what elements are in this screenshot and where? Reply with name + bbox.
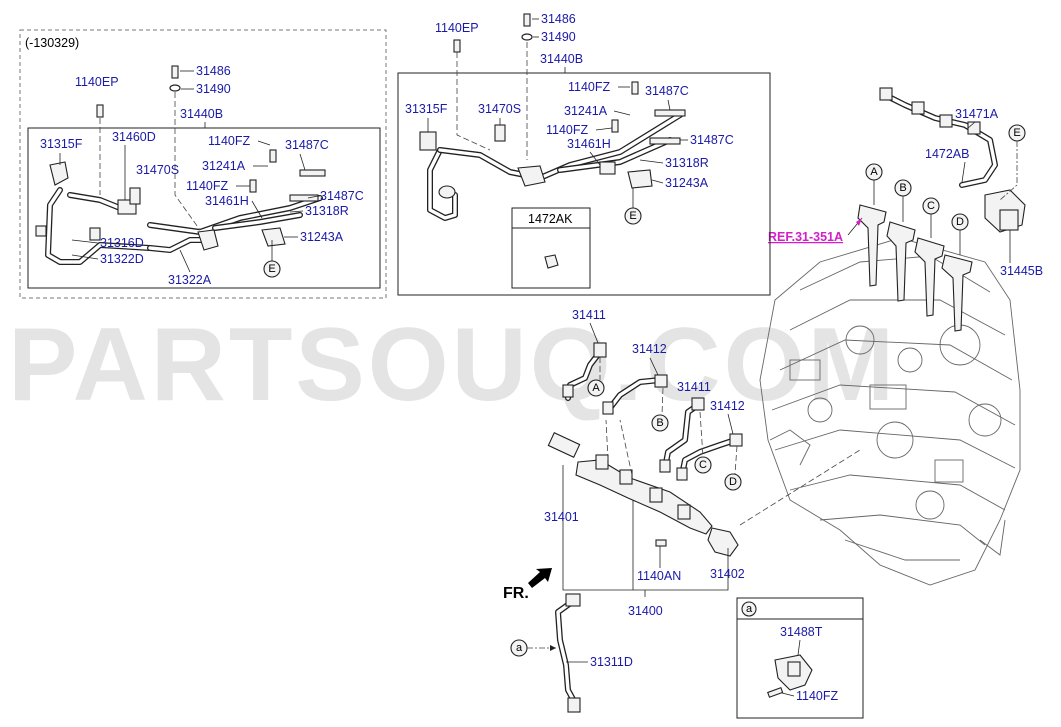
main-label-31412-a: 31412 bbox=[632, 342, 667, 356]
marker-b-upper: B bbox=[899, 182, 906, 194]
watermark: PARTSOUQ.COM bbox=[8, 307, 897, 423]
top-label-31241a: 31241A bbox=[564, 104, 608, 118]
left-label-31490: 31490 bbox=[196, 82, 231, 96]
top-label-31487c-b: 31487C bbox=[690, 133, 734, 147]
top-label-31470s: 31470S bbox=[478, 102, 521, 116]
main-label-31411-b: 31411 bbox=[677, 380, 711, 394]
main-label-31402: 31402 bbox=[710, 567, 745, 581]
left-label-31243a: 31243A bbox=[300, 230, 344, 244]
top-label-1140fz-b: 1140FZ bbox=[546, 123, 589, 137]
fuel-rail-assembly: A B C D 31411 31412 31411 31412 314 bbox=[544, 308, 861, 618]
left-label-31316d: 31316D bbox=[100, 236, 144, 250]
label-1472ab: 1472AB bbox=[925, 147, 969, 161]
marker-a-lower: A bbox=[592, 382, 600, 394]
marker-e-top: E bbox=[629, 210, 636, 222]
main-label-31412-b: 31412 bbox=[710, 399, 745, 413]
top-label-1140ep: 1140EP bbox=[435, 21, 479, 35]
left-range-note: (-130329) bbox=[25, 36, 79, 50]
top-label-31490: 31490 bbox=[541, 30, 576, 44]
left-label-1140fz-a: 1140FZ bbox=[208, 134, 251, 148]
main-label-31400: 31400 bbox=[628, 604, 663, 618]
left-label-31461h: 31461H bbox=[205, 194, 249, 208]
main-label-31401: 31401 bbox=[544, 510, 579, 524]
detail-a-title: a bbox=[746, 603, 753, 615]
left-label-1140ep: 1140EP bbox=[75, 75, 119, 89]
return-pipe-assembly: E 31471A 1472AB 31445B bbox=[879, 87, 1043, 278]
marker-c-lower: C bbox=[699, 459, 707, 471]
pipe-31311d: a 31311D bbox=[510, 593, 633, 713]
top-label-31318r: 31318R bbox=[665, 156, 709, 170]
label-31471a: 31471A bbox=[955, 107, 999, 121]
left-label-31322a: 31322A bbox=[168, 273, 212, 287]
ref-label[interactable]: REF.31-351A bbox=[768, 230, 843, 244]
main-label-31411-a: 31411 bbox=[572, 308, 606, 322]
left-label-31241a: 31241A bbox=[202, 159, 246, 173]
marker-d-lower: D bbox=[729, 476, 737, 488]
detail-a-panel: a 31488T 1140FZ bbox=[736, 597, 864, 719]
marker-a-upper: A bbox=[870, 166, 878, 178]
main-label-1140an: 1140AN bbox=[637, 569, 681, 583]
top-label-31486: 31486 bbox=[541, 12, 576, 26]
top-panel: 1140EP 31486 31490 31440B E 1140FZ bbox=[397, 12, 771, 296]
marker-d-upper: D bbox=[956, 216, 964, 228]
left-panel: (-130329) E 1140EP 31486 31490 bbox=[19, 29, 387, 299]
marker-a-pipe: a bbox=[516, 642, 523, 654]
front-label: FR. bbox=[503, 585, 529, 602]
marker-e-right: E bbox=[1013, 127, 1020, 139]
left-label-31440b: 31440B bbox=[180, 107, 223, 121]
main-label-31311d: 31311D bbox=[590, 655, 633, 669]
left-label-1140fz-b: 1140FZ bbox=[186, 179, 229, 193]
left-label-31318r: 31318R bbox=[305, 204, 349, 218]
top-label-31243a: 31243A bbox=[665, 176, 709, 190]
top-label-1140fz-a: 1140FZ bbox=[568, 80, 611, 94]
left-label-31487c-b: 31487C bbox=[320, 189, 364, 203]
front-direction-indicator: FR. bbox=[503, 568, 552, 602]
top-label-31315f: 31315F bbox=[405, 102, 448, 116]
marker-e-left: E bbox=[268, 263, 275, 275]
detail-a-label-31488t: 31488T bbox=[780, 625, 823, 639]
detail-a-label-1140fz: 1140FZ bbox=[796, 689, 839, 703]
injectors: A B C D bbox=[857, 163, 973, 332]
label-31445b: 31445B bbox=[1000, 264, 1043, 278]
top-label-31487c-a: 31487C bbox=[645, 84, 689, 98]
left-label-31460d: 31460D bbox=[112, 130, 156, 144]
left-label-31322d: 31322D bbox=[100, 252, 144, 266]
left-label-31315f: 31315F bbox=[40, 137, 83, 151]
top-label-31440b: 31440B bbox=[540, 52, 583, 66]
top-inset-label-1472ak: 1472AK bbox=[528, 212, 573, 226]
marker-b-lower: B bbox=[656, 417, 663, 429]
top-label-31461h: 31461H bbox=[567, 137, 611, 151]
left-label-31486: 31486 bbox=[196, 64, 231, 78]
left-label-31487c-a: 31487C bbox=[285, 138, 329, 152]
marker-c-upper: C bbox=[927, 200, 935, 212]
left-label-31470s: 31470S bbox=[136, 163, 179, 177]
